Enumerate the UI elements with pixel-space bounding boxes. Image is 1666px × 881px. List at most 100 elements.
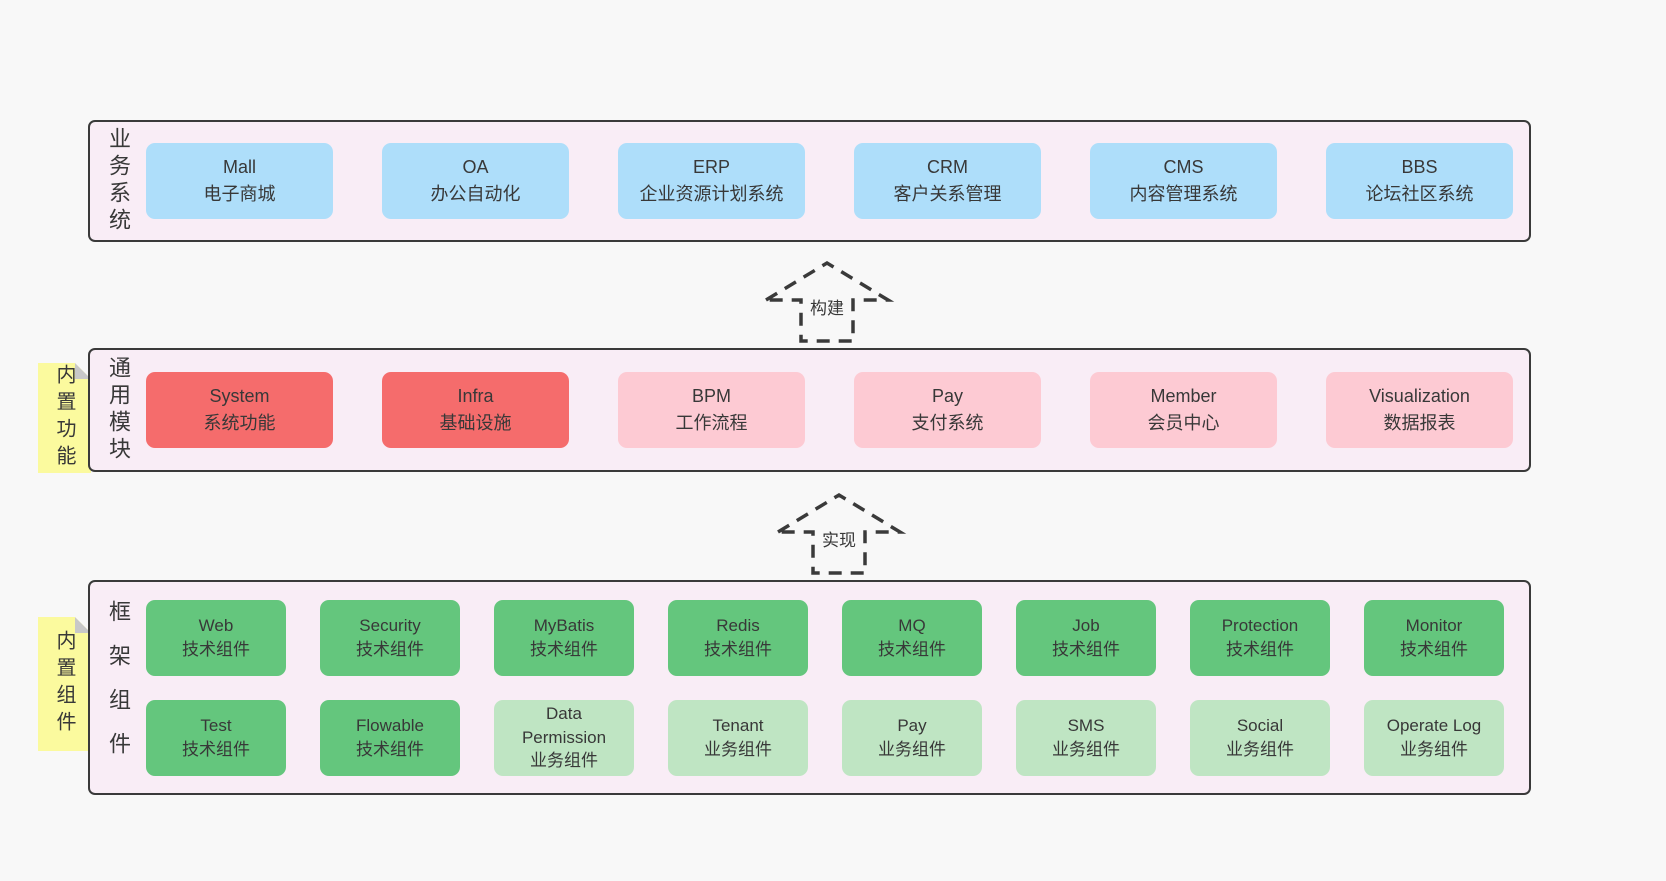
box-crm: CRM 客户关系管理 <box>854 143 1041 219</box>
box-subtitle: 基础设施 <box>439 413 512 433</box>
box-subtitle: 技术组件 <box>356 639 424 659</box>
layer-label-strip: 框架组件 <box>90 582 146 793</box>
layer-label-strip: 通用模块 <box>90 350 146 470</box>
box-visualization: Visualization 数据报表 <box>1326 372 1513 448</box>
box-title: BPM <box>691 386 731 406</box>
box-tenant: Tenant 业务组件 <box>668 699 808 776</box>
box-title: Security <box>359 615 421 635</box>
box-subtitle: 技术组件 <box>1052 639 1120 659</box>
box-title: MyBatis <box>533 615 595 635</box>
box-subtitle: 技术组件 <box>878 639 946 659</box>
sticky-note-built-in-components: 内置组件 <box>38 617 91 751</box>
box-subtitle: 业务组件 <box>1052 739 1120 759</box>
box-title: Pay <box>931 386 964 406</box>
box-subtitle: 业务组件 <box>704 739 772 759</box>
common-modules-row: System 系统功能 Infra 基础设施 BPM 工作流程 Pay 支付系统… <box>146 372 1513 448</box>
sticky-note-text: 内置功能 <box>53 364 75 472</box>
arrow-label-implement: 实现 <box>818 524 860 553</box>
layer-label-framework-components: 框架组件 <box>106 599 131 776</box>
box-protection: Protection 技术组件 <box>1190 599 1330 676</box>
box-title: Social <box>1236 715 1284 735</box>
layer-label-strip: 业务系统 <box>90 122 146 240</box>
box-operate-log: Operate Log 业务组件 <box>1364 699 1504 776</box>
box-subtitle: 工作流程 <box>675 413 748 433</box>
box-title: Member <box>1150 386 1217 406</box>
box-title: Web <box>198 615 234 635</box>
box-subtitle: 技术组件 <box>182 639 250 659</box>
box-title: MQ <box>898 615 926 635</box>
layer-label-business-systems: 业务系统 <box>106 127 131 235</box>
box-subtitle: 会员中心 <box>1147 413 1220 433</box>
box-subtitle: 系统功能 <box>203 413 276 433</box>
box-title: Flowable <box>355 715 425 735</box>
arrow-label-build: 构建 <box>806 292 848 321</box>
box-title: CMS <box>1163 157 1204 177</box>
components-row-1: Web 技术组件 Security 技术组件 MyBatis 技术组件 Redi… <box>146 599 1504 676</box>
box-subtitle: 企业资源计划系统 <box>639 184 784 204</box>
box-title: ERP <box>692 157 730 177</box>
box-flowable: Flowable 技术组件 <box>320 699 460 776</box>
sticky-note-text: 内置组件 <box>53 630 75 738</box>
sticky-note-built-in-functions: 内置功能 <box>38 363 91 473</box>
box-subtitle: 业务组件 <box>1226 739 1294 759</box>
box-subtitle: 支付系统 <box>911 413 984 433</box>
box-monitor: Monitor 技术组件 <box>1364 599 1504 676</box>
box-sms: SMS 业务组件 <box>1016 699 1156 776</box>
box-subtitle: 技术组件 <box>1226 639 1294 659</box>
box-title: Job <box>1072 615 1100 635</box>
box-subtitle: 技术组件 <box>1400 639 1468 659</box>
box-subtitle: 技术组件 <box>356 739 424 759</box>
box-subtitle: 内容管理系统 <box>1129 184 1238 204</box>
box-erp: ERP 企业资源计划系统 <box>618 143 805 219</box>
box-title: Infra <box>457 386 494 406</box>
box-system: System 系统功能 <box>146 372 333 448</box>
box-title: SMS <box>1067 715 1105 735</box>
box-title: Operate Log <box>1386 715 1482 735</box>
box-security: Security 技术组件 <box>320 599 460 676</box>
dashed-up-arrow-icon <box>759 260 895 343</box>
box-data-permission: Data Permission 业务组件 <box>494 699 634 776</box>
box-subtitle: 电子商城 <box>203 184 276 204</box>
box-subtitle: 业务组件 <box>1400 739 1468 759</box>
box-pay-system: Pay 支付系统 <box>854 372 1041 448</box>
box-bpm: BPM 工作流程 <box>618 372 805 448</box>
box-title: Tenant <box>712 715 764 735</box>
box-title: BBS <box>1401 157 1438 177</box>
box-mq: MQ 技术组件 <box>842 599 982 676</box>
box-title: Mall <box>222 157 256 177</box>
common-modules-layer: 通用模块 System 系统功能 Infra 基础设施 BPM 工作流程 Pay… <box>88 348 1531 472</box>
box-job: Job 技术组件 <box>1016 599 1156 676</box>
box-title: System <box>209 386 270 406</box>
box-title: Pay <box>897 715 927 735</box>
up-arrow-build: 构建 <box>756 254 898 346</box>
components-row-2: Test 技术组件 Flowable 技术组件 Data Permission … <box>146 699 1504 776</box>
box-title: OA <box>462 157 489 177</box>
box-oa: OA 办公自动化 <box>382 143 569 219</box>
box-subtitle: 数据报表 <box>1383 413 1456 433</box>
box-title: Data Permission <box>521 703 607 747</box>
box-title: Protection <box>1221 615 1299 635</box>
box-mybatis: MyBatis 技术组件 <box>494 599 634 676</box>
box-subtitle: 技术组件 <box>704 639 772 659</box>
box-subtitle: 技术组件 <box>182 739 250 759</box>
box-title: Redis <box>716 615 760 635</box>
framework-components-rows: Web 技术组件 Security 技术组件 MyBatis 技术组件 Redi… <box>146 599 1504 776</box>
box-title: Visualization <box>1369 386 1470 406</box>
box-subtitle: 办公自动化 <box>430 184 521 204</box>
box-member: Member 会员中心 <box>1090 372 1277 448</box>
framework-components-layer: 框架组件 Web 技术组件 Security 技术组件 MyBatis 技术组件… <box>88 580 1531 795</box>
up-arrow-implement: 实现 <box>768 486 910 578</box>
box-social: Social 业务组件 <box>1190 699 1330 776</box>
box-subtitle: 业务组件 <box>878 739 946 759</box>
box-subtitle: 论坛社区系统 <box>1365 184 1474 204</box>
box-mall: Mall 电子商城 <box>146 143 333 219</box>
business-systems-layer: 业务系统 Mall 电子商城 OA 办公自动化 ERP 企业资源计划系统 CRM… <box>88 120 1531 242</box>
box-subtitle: 技术组件 <box>530 639 598 659</box>
box-cms: CMS 内容管理系统 <box>1090 143 1277 219</box>
box-title: Test <box>200 715 232 735</box>
box-bbs: BBS 论坛社区系统 <box>1326 143 1513 219</box>
layer-label-common-modules: 通用模块 <box>106 356 131 464</box>
box-test: Test 技术组件 <box>146 699 286 776</box>
dashed-up-arrow-icon <box>771 492 907 575</box>
box-redis: Redis 技术组件 <box>668 599 808 676</box>
